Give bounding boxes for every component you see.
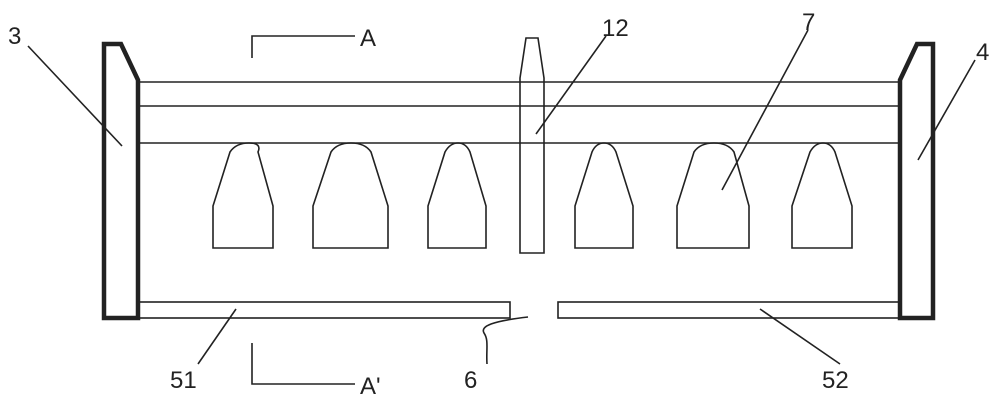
leader-line-7 xyxy=(721,29,809,191)
label-part-6: 6 xyxy=(464,367,477,394)
tooth-element xyxy=(427,142,487,249)
right-end-plate xyxy=(897,41,936,321)
tooth-element xyxy=(574,142,634,249)
label-part-3: 3 xyxy=(8,23,21,50)
tooth-element xyxy=(791,142,853,249)
left-end-plate xyxy=(101,41,141,321)
leader-line-6 xyxy=(482,316,529,365)
label-part-4: 4 xyxy=(976,39,989,66)
label-section-a-prime: A' xyxy=(360,373,381,400)
leader-line-12 xyxy=(535,35,607,135)
tooth-element xyxy=(212,142,274,249)
section-marker-top xyxy=(251,35,355,58)
label-part-52: 52 xyxy=(822,367,849,394)
leader-line-3 xyxy=(27,45,123,147)
leader-line-52 xyxy=(759,308,841,365)
label-part-7: 7 xyxy=(802,9,815,36)
leader-line-4 xyxy=(917,59,976,161)
section-marker-bottom xyxy=(251,343,355,385)
tooth-element xyxy=(676,142,750,249)
tooth-element xyxy=(312,142,389,249)
label-section-a: A xyxy=(360,25,376,52)
bottom-bar-right xyxy=(557,301,901,319)
bottom-bar-left xyxy=(137,301,511,319)
label-part-12: 12 xyxy=(602,15,629,42)
label-part-51: 51 xyxy=(170,367,197,394)
central-post xyxy=(519,37,545,254)
leader-line-51 xyxy=(197,308,237,365)
